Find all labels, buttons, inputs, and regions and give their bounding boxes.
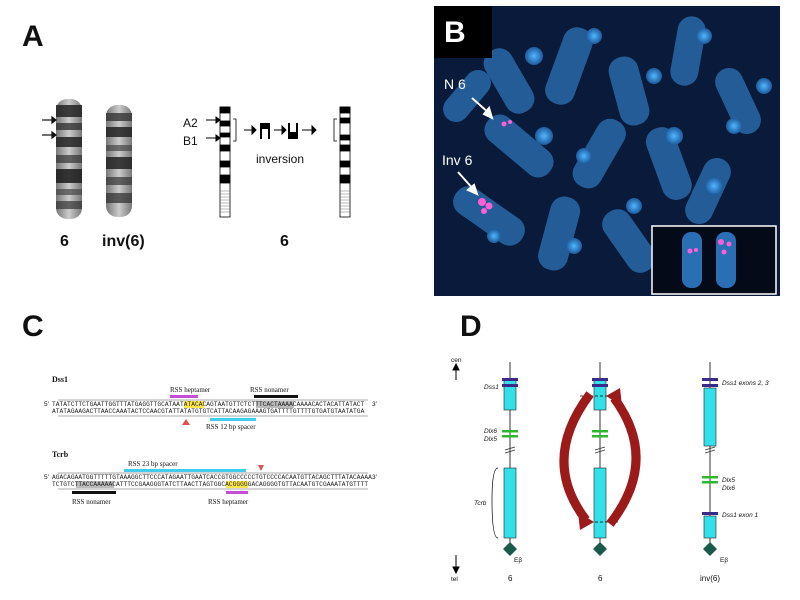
d-col2-label: 6 — [598, 574, 603, 583]
dss1-exon1-label: Dss1 exon 1 — [722, 512, 759, 519]
band-arrows — [42, 115, 57, 140]
panel-b-letter: B — [444, 16, 466, 49]
tcrb-seq-top: AGACAGAATGGTTTTTGTAAAGGCTTCCCATAGAATTGAA… — [52, 474, 372, 481]
band-b1-label: B1 — [183, 134, 198, 148]
chrom-col1 — [491, 362, 518, 556]
dss1-3prime: 3' — [372, 401, 377, 408]
rss-heptamer-label: RSS heptamer — [170, 386, 211, 394]
label-inv6: inv(6) — [102, 233, 145, 250]
dlx5-label: Dlx5 — [484, 436, 498, 443]
d-col3-label: inv(6) — [700, 574, 721, 583]
dlx5-r-label: Dlx5 — [722, 477, 736, 484]
inversion-label: inversion — [256, 152, 305, 166]
panel-c-letter: C — [22, 310, 44, 343]
eb-label-1: Eβ — [514, 557, 523, 564]
fish-chromosomes — [443, 16, 777, 295]
rss-12-spacer-label: RSS 12 bp spacer — [206, 423, 256, 431]
tcrb-title: Tcrb — [52, 450, 69, 459]
dss1-sequence-marks — [58, 395, 368, 425]
rss-23-spacer-label: RSS 23 bp spacer — [128, 460, 178, 468]
dss1-seq-bottom: ATATAGAAGACTTAACCAAATACTCCAACGTATTATATGT… — [52, 408, 365, 415]
fish-arrows — [457, 97, 494, 196]
tcrb-3prime: 3' — [372, 474, 377, 481]
chromosome-inv6-photo — [106, 105, 132, 217]
panel-d-diagram — [452, 362, 718, 575]
tel-label: tel — [451, 576, 458, 583]
ideogram-right — [339, 106, 351, 218]
dss1-title: Dss1 — [52, 375, 69, 384]
dss1-seq-top: TATATCTTCTGAATTGGTTTATGAGGTTGCATAATATACA… — [52, 401, 365, 408]
tcrb-sequence-marks — [58, 465, 368, 494]
dlx6-r-label: Dlx6 — [722, 485, 736, 492]
label-n6: N 6 — [444, 76, 466, 92]
tcrb-seq-bottom: TCTGTCTTACCAAAAACATTTCCGAAGGGTATCTTAACTT… — [52, 481, 369, 488]
panel-b-letter-box — [434, 6, 492, 58]
label-inv6-fish: Inv 6 — [442, 152, 473, 168]
rss-nonamer-label: RSS nonamer — [250, 386, 289, 394]
ideogram-left — [219, 106, 231, 218]
chrom-col3 — [702, 362, 718, 556]
cen-label: cen — [451, 357, 462, 364]
fish-inset — [651, 225, 777, 295]
rss-heptamer-b-label: RSS heptamer — [208, 498, 249, 506]
chrom-col2 — [580, 362, 620, 556]
band-a2-label: A2 — [183, 116, 198, 130]
panel-d-letter: D — [460, 310, 482, 343]
fish-inset-chromosomes — [682, 232, 736, 288]
panel-a-letter: A — [22, 20, 44, 53]
dss1-d-label: Dss1 — [484, 384, 499, 391]
label-chr6: 6 — [60, 233, 69, 250]
eb-label-2: Eβ — [720, 557, 729, 564]
tcrb-d-label: Tcrb — [474, 500, 487, 507]
d-col1-label: 6 — [508, 574, 513, 583]
fish-signals — [478, 120, 512, 214]
chromosome-6-photo — [56, 99, 82, 219]
karyotype-photo — [42, 99, 132, 219]
fish-image: B N 6 Inv 6 — [434, 6, 780, 296]
inversion-arrows — [559, 388, 641, 530]
tcrb-5prime: 5' — [44, 474, 49, 481]
dss1-exons-label: Dss1 exons 2, 3 — [722, 380, 769, 387]
ideogram-label: 6 — [280, 233, 289, 250]
rss-nonamer-b-label: RSS nonamer — [72, 498, 111, 506]
ideogram-diagram — [206, 106, 351, 218]
dss1-5prime: 5' — [44, 401, 49, 408]
dlx6-label: Dlx6 — [484, 428, 498, 435]
